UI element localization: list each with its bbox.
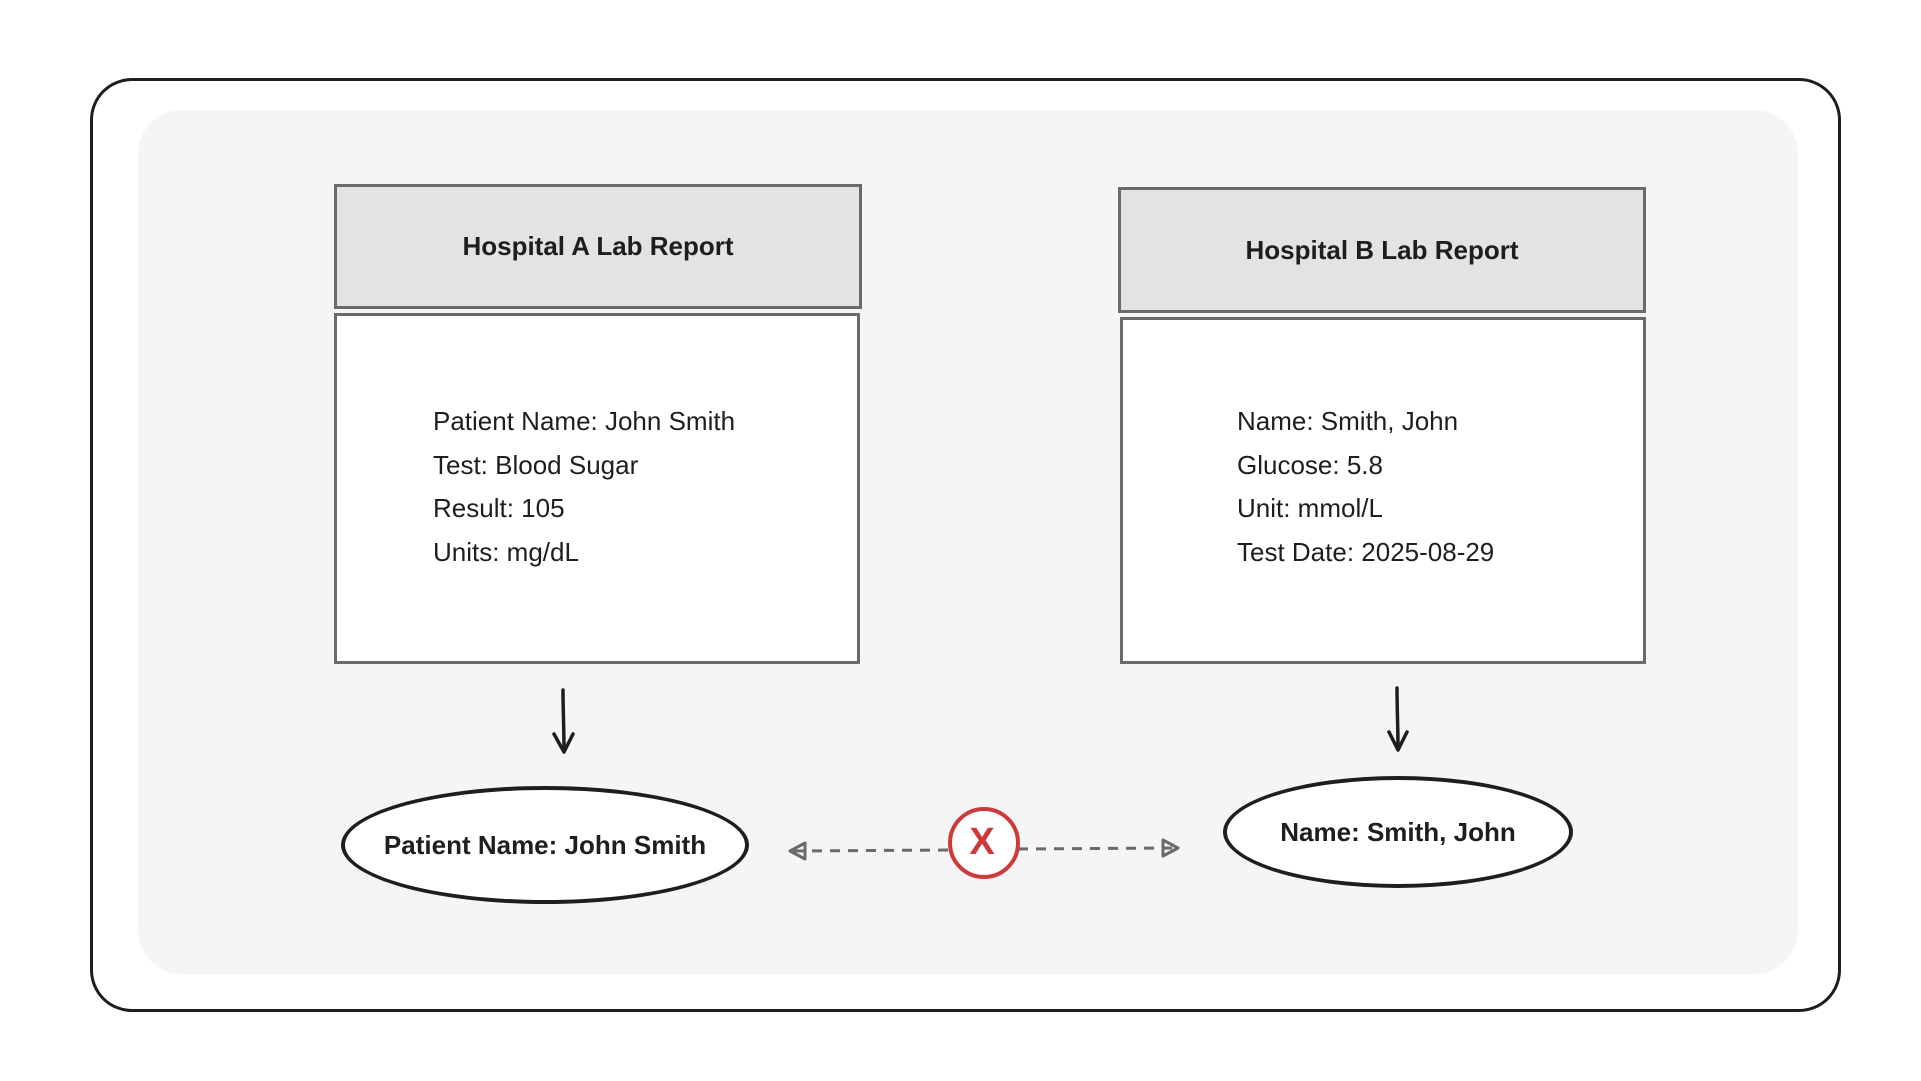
report-a-title: Hospital A Lab Report [462, 231, 734, 261]
report-b-body [1120, 317, 1646, 664]
report-a-field: Patient Name: John Smith [433, 406, 736, 436]
x-circle-icon [948, 807, 1020, 879]
report-b-field: Test Date: 2025-08-29 [1237, 536, 1495, 567]
arrow-down-icon [1387, 686, 1409, 752]
report-b-header: Hospital B Lab Report [1118, 187, 1646, 313]
extracted-b-label: Name: Smith, John [1280, 816, 1516, 847]
mismatch-symbol: X [969, 820, 995, 863]
report-a-field: Result: 105 [433, 493, 565, 523]
report-b-title: Hospital B Lab Report [1245, 234, 1519, 265]
report-a-field: Test: Blood Sugar [433, 449, 639, 480]
report-b-field: Name: Smith, John [1237, 406, 1459, 436]
outer-frame [90, 78, 1841, 1012]
report-b-fields: Name: Smith, John Glucose: 5.8 Unit: mmo… [1237, 400, 1494, 574]
report-b-field: Glucose: 5.8 [1237, 449, 1383, 480]
extracted-a-ellipse: Patient Name: John Smith [341, 786, 749, 904]
extracted-a-label: Patient Name: John Smith [383, 829, 707, 860]
dashed-double-arrow-icon [788, 838, 1180, 861]
report-a-fields: Patient Name: John Smith Test: Blood Sug… [433, 400, 735, 574]
report-a-field: Units: mg/dL [433, 536, 579, 567]
report-a-body [334, 313, 860, 664]
extracted-b-ellipse: Name: Smith, John [1223, 776, 1573, 888]
report-b-field: Unit: mmol/L [1237, 493, 1383, 523]
arrow-down-icon [552, 688, 575, 754]
report-a-header: Hospital A Lab Report [334, 184, 862, 309]
